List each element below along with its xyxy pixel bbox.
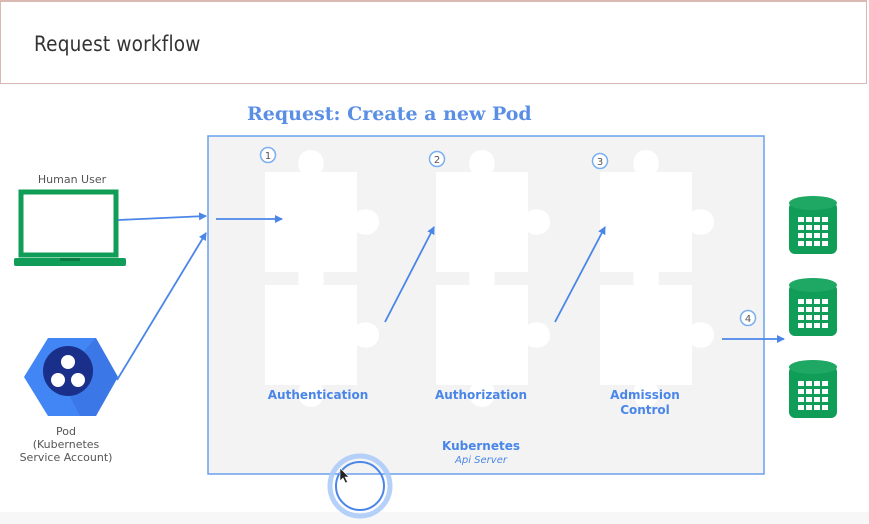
human-user-label: Human User xyxy=(38,173,107,186)
mouse-cursor-icon xyxy=(339,467,350,484)
api-server-name: Kubernetes xyxy=(442,439,520,453)
pod-label-line3: Service Account) xyxy=(20,451,113,464)
step-2-badge: 2 xyxy=(428,150,446,168)
step-4-number: 4 xyxy=(745,314,751,325)
stage-admission-label-line2: Control xyxy=(620,403,670,417)
arrow-pod-to-server xyxy=(116,232,207,381)
database-icon-2 xyxy=(789,278,837,336)
laptop-icon xyxy=(14,189,126,266)
arrow-authorization-to-admission xyxy=(554,226,606,323)
api-server-sub: Api Server xyxy=(454,455,508,466)
step-3-number: 3 xyxy=(597,157,603,168)
arrow-authentication-to-authorization xyxy=(384,226,435,323)
pod-icon xyxy=(24,338,118,416)
step-2-number: 2 xyxy=(434,155,440,166)
cursor-highlight xyxy=(327,453,393,519)
step-4-badge: 4 xyxy=(739,309,757,327)
slide-title: Request workflow xyxy=(34,32,201,56)
stage-authorization-label: Authorization xyxy=(435,388,527,402)
stage-admission-label: Admission xyxy=(610,388,680,402)
step-1-number: 1 xyxy=(265,151,271,162)
diagram-title: Request: Create a new Pod xyxy=(247,103,532,125)
step-1-badge: 1 xyxy=(259,146,277,164)
database-icon-3 xyxy=(789,360,837,418)
slide-header: Request workflow xyxy=(0,0,867,84)
database-icon-1 xyxy=(789,196,837,254)
stage-authentication-label: Authentication xyxy=(268,388,369,402)
pod-label-line2: (Kubernetes xyxy=(33,438,100,451)
step-3-badge: 3 xyxy=(591,152,609,170)
pod-label-line1: Pod xyxy=(56,425,76,438)
footer-strip xyxy=(0,512,869,524)
arrow-user-to-server xyxy=(117,212,207,221)
